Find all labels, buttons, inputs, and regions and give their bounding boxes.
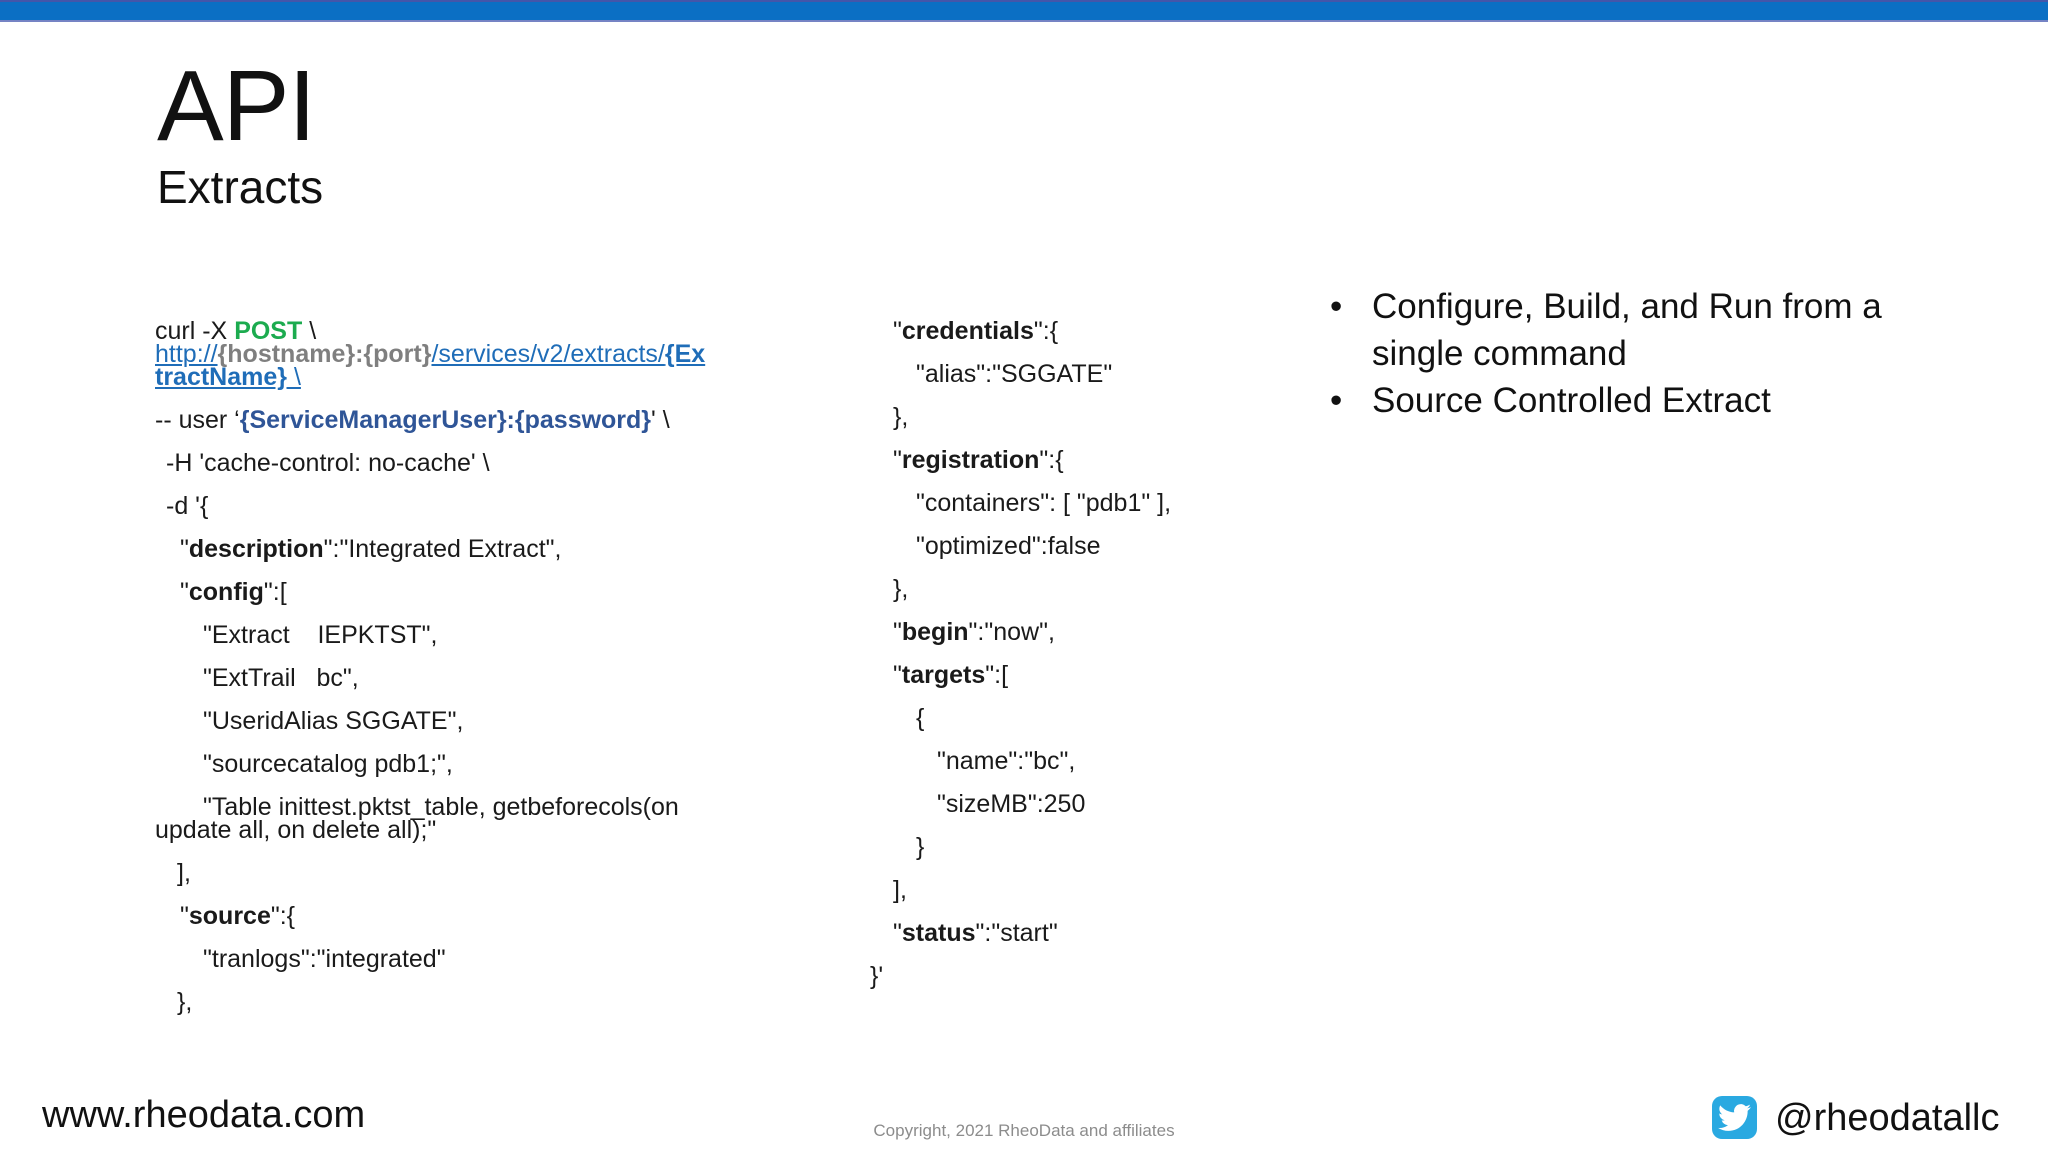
code-line: ], xyxy=(893,876,907,904)
code-line: "name":"bc", xyxy=(937,747,1076,775)
code-line: "sizeMB":250 xyxy=(937,790,1086,818)
code-line: -d '{ xyxy=(166,492,209,520)
code-line: } xyxy=(916,833,925,861)
code-line: "alias":"SGGATE" xyxy=(916,360,1113,388)
code-line: }, xyxy=(893,403,909,431)
code-line: "sourcecatalog pdb1;", xyxy=(203,750,453,778)
twitter-handle: @rheodatallc xyxy=(1775,1096,2000,1139)
code-line-url[interactable]: tractName} \ xyxy=(155,363,301,391)
code-line: "begin":"now", xyxy=(893,618,1055,646)
code-line: curl -X POST \ xyxy=(155,317,317,345)
code-line: "tranlogs":"integrated" xyxy=(203,945,446,973)
code-line: }, xyxy=(893,575,909,603)
bullet-item: Source Controlled Extract xyxy=(1330,377,1970,424)
code-line: "status":"start" xyxy=(893,919,1058,947)
code-line: }, xyxy=(177,988,193,1016)
curl-command-column: curl -X POST \http://{hostname}:{port}/s… xyxy=(155,318,855,1032)
json-payload-column: "credentials":{ "alias":"SGGATE"}, "regist… xyxy=(870,318,1320,1006)
code-line: "config":[ xyxy=(180,578,287,606)
code-line: "ExtTrail bc", xyxy=(203,664,359,692)
code-line: "registration":{ xyxy=(893,446,1064,474)
code-line: "description":"Integrated Extract", xyxy=(180,535,562,563)
code-line: "optimized":false xyxy=(916,532,1101,560)
code-line: update all, on delete all);" xyxy=(155,816,437,844)
code-line: "source":{ xyxy=(180,902,296,930)
code-line: ], xyxy=(177,859,191,887)
code-line: -H 'cache-control: no-cache' \ xyxy=(166,449,490,477)
footer-website: www.rheodata.com xyxy=(42,1094,366,1136)
code-line: { xyxy=(916,704,925,732)
twitter-bird-icon xyxy=(1712,1096,1757,1139)
code-line: "containers": [ "pdb1" ], xyxy=(916,489,1172,517)
code-line: -- user ‘{ServiceManagerUser}:{password}… xyxy=(155,406,670,434)
title-block: API Extracts xyxy=(157,56,323,210)
code-line: "credentials":{ xyxy=(893,317,1059,345)
top-accent-bar xyxy=(0,0,2048,22)
page-title: API xyxy=(157,50,316,162)
page-subtitle: Extracts xyxy=(157,161,324,213)
footer-twitter: @rheodatallc xyxy=(1712,1096,1999,1139)
code-line: "Extract IEPKTST", xyxy=(203,621,438,649)
code-line-url[interactable]: http://{hostname}:{port}/services/v2/ext… xyxy=(155,340,706,368)
code-line: }' xyxy=(870,962,884,990)
footer-copyright: Copyright, 2021 RheoData and affiliates xyxy=(873,1121,1175,1140)
code-line: "UseridAlias SGGATE", xyxy=(203,707,464,735)
code-line: "Table inittest.pktst_table, getbeforeco… xyxy=(203,793,679,821)
code-line: "targets":[ xyxy=(893,661,1009,689)
